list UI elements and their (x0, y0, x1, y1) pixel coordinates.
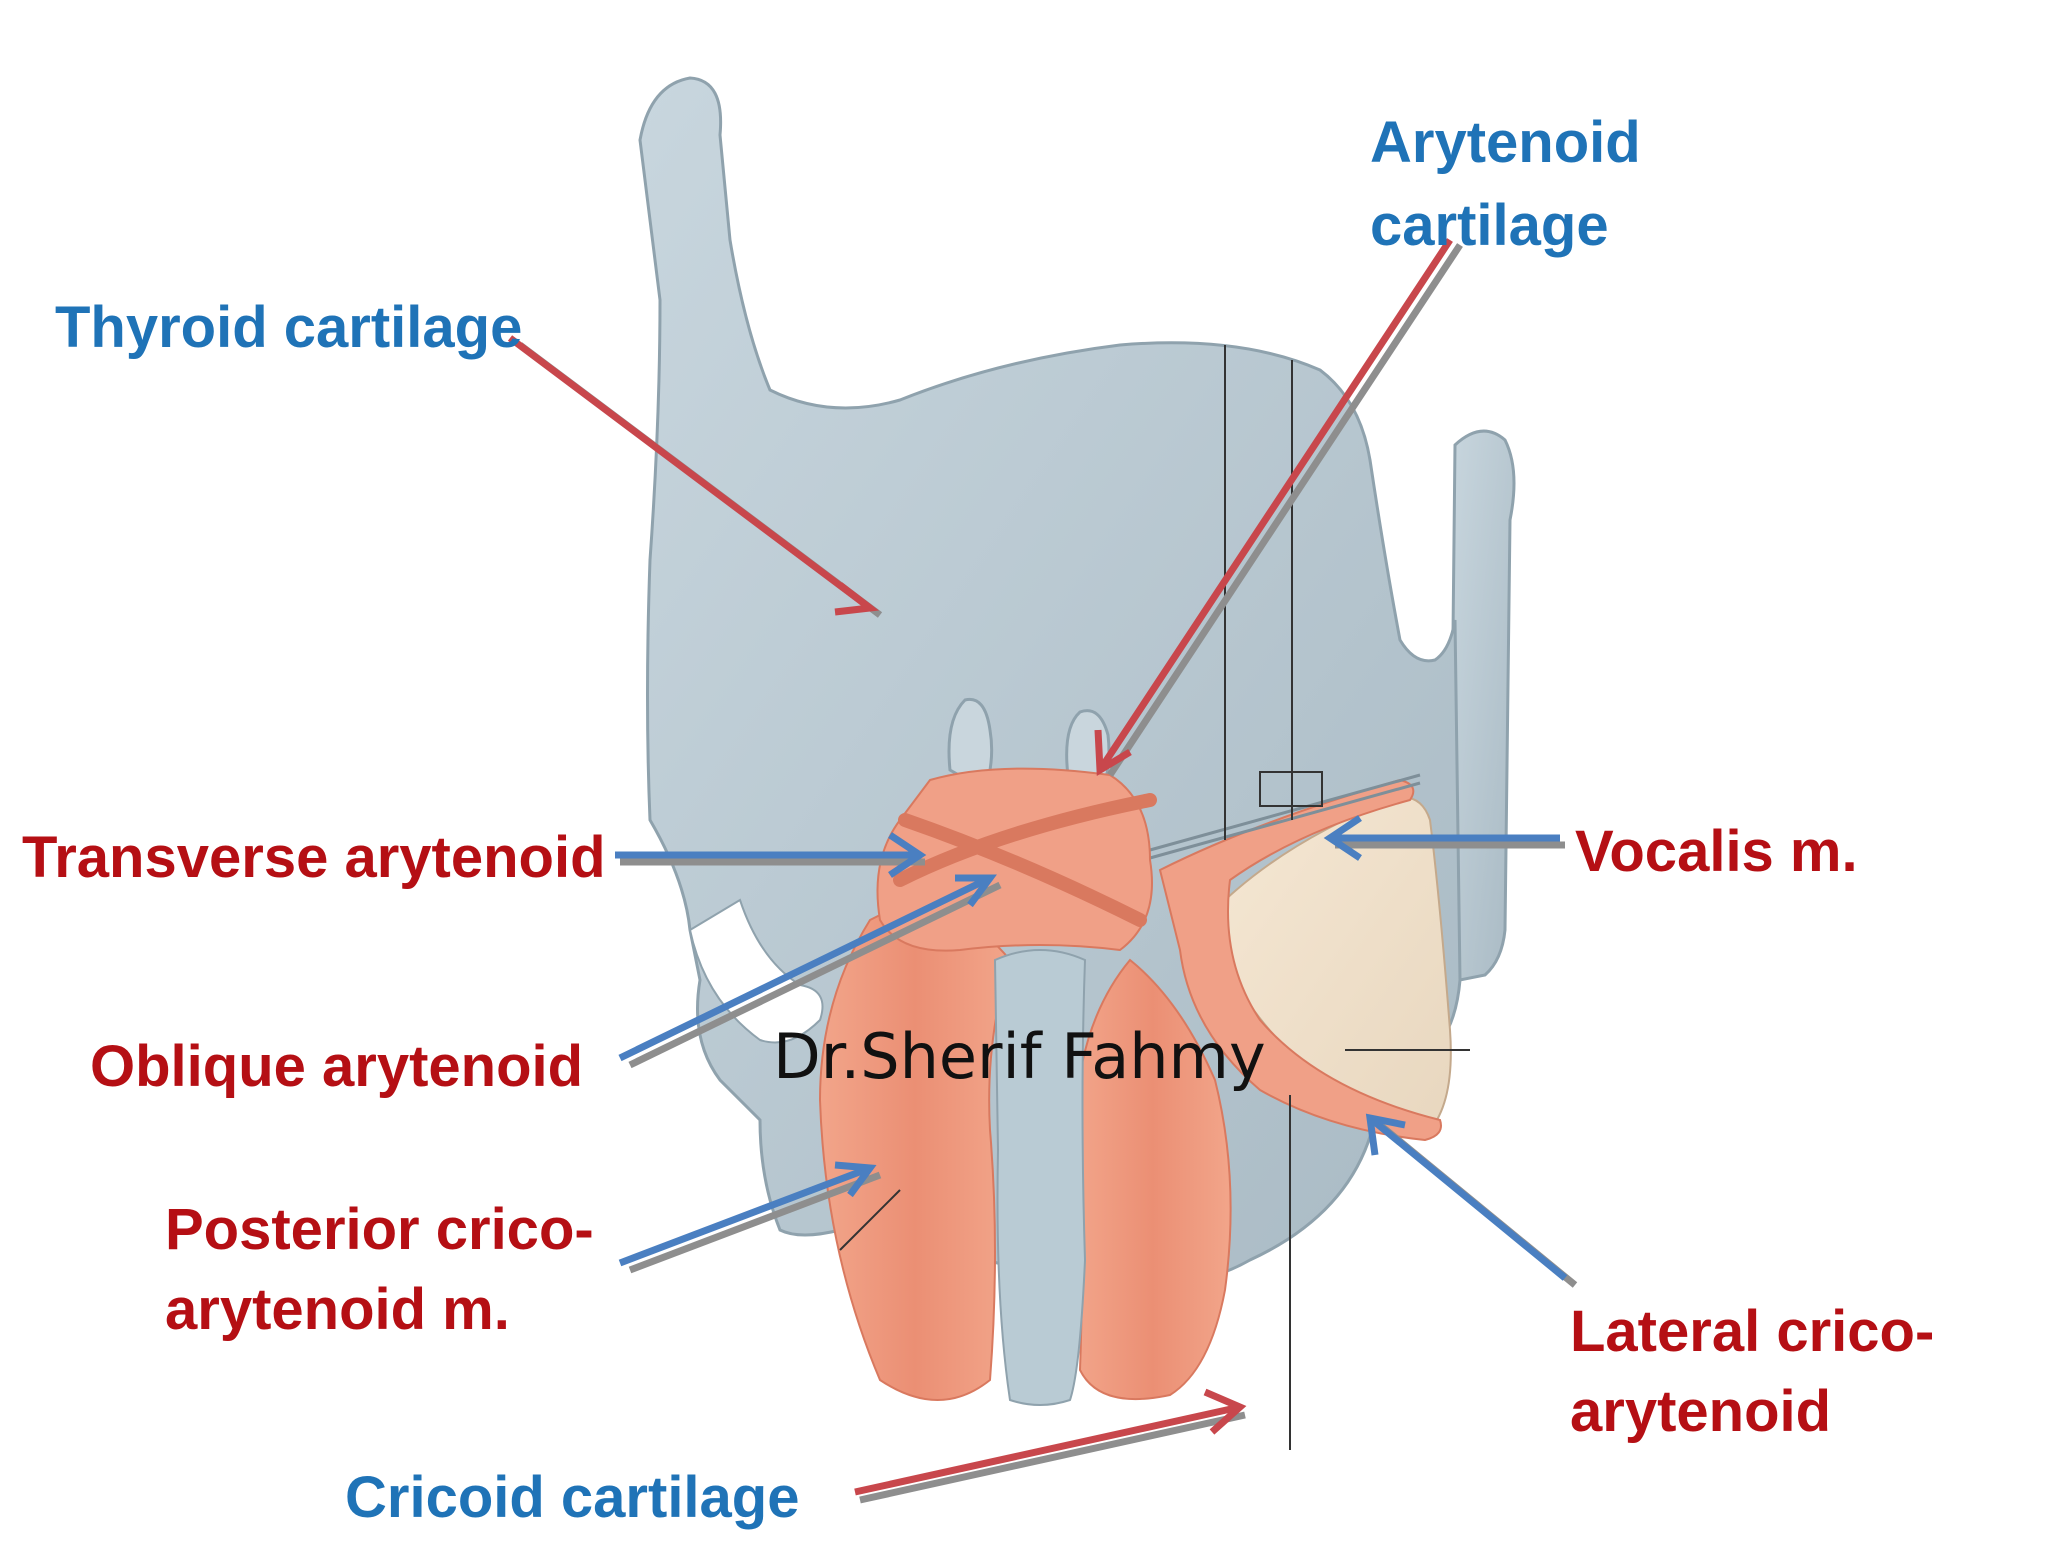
arrow-transverse (615, 832, 927, 878)
left-arytenoid-shape (947, 697, 994, 793)
label-vocalis: Vocalis m. (1575, 819, 1858, 884)
arrow-arytenoid (1094, 238, 1463, 777)
arrow-vocalis (1323, 815, 1565, 861)
label-posterior-cricoarytenoid-line1: Posterior crico- (165, 1197, 594, 1262)
vocal-ligament (1149, 773, 1421, 860)
label-thyroid-cartilage: Thyroid cartilage (55, 295, 523, 360)
arrow-oblique (618, 874, 1002, 1069)
posterior-cricoarytenoid-shape (818, 903, 1012, 1401)
label-arytenoid-cartilage-line2: cartilage (1370, 193, 1609, 258)
watermark-text: Dr.Sherif Fahmy (773, 1020, 1266, 1093)
thyroid-lower-notch (688, 898, 824, 1044)
cricoid-midline (993, 949, 1087, 1406)
reference-tick-2 (839, 1189, 901, 1251)
label-transverse-arytenoid: Transverse arytenoid (22, 825, 606, 890)
label-cricoid-cartilage: Cricoid cartilage (345, 1465, 800, 1530)
arrow-thyroid (507, 335, 883, 618)
label-arytenoid-cartilage-line1: Arytenoid (1370, 110, 1641, 175)
arrow-lateral (1365, 1113, 1578, 1288)
label-lateral-cricoarytenoid-line1: Lateral crico- (1570, 1299, 1935, 1364)
oblique-arytenoid-shape (893, 793, 1157, 927)
label-lateral-cricoarytenoid-line2: arytenoid (1570, 1379, 1832, 1444)
arrow-posterior (618, 1161, 882, 1274)
reference-box (1259, 771, 1323, 807)
label-oblique-arytenoid: Oblique arytenoid (90, 1034, 584, 1099)
label-posterior-cricoarytenoid-line2: arytenoid m. (165, 1277, 510, 1342)
arrow-cricoid (854, 1388, 1247, 1504)
